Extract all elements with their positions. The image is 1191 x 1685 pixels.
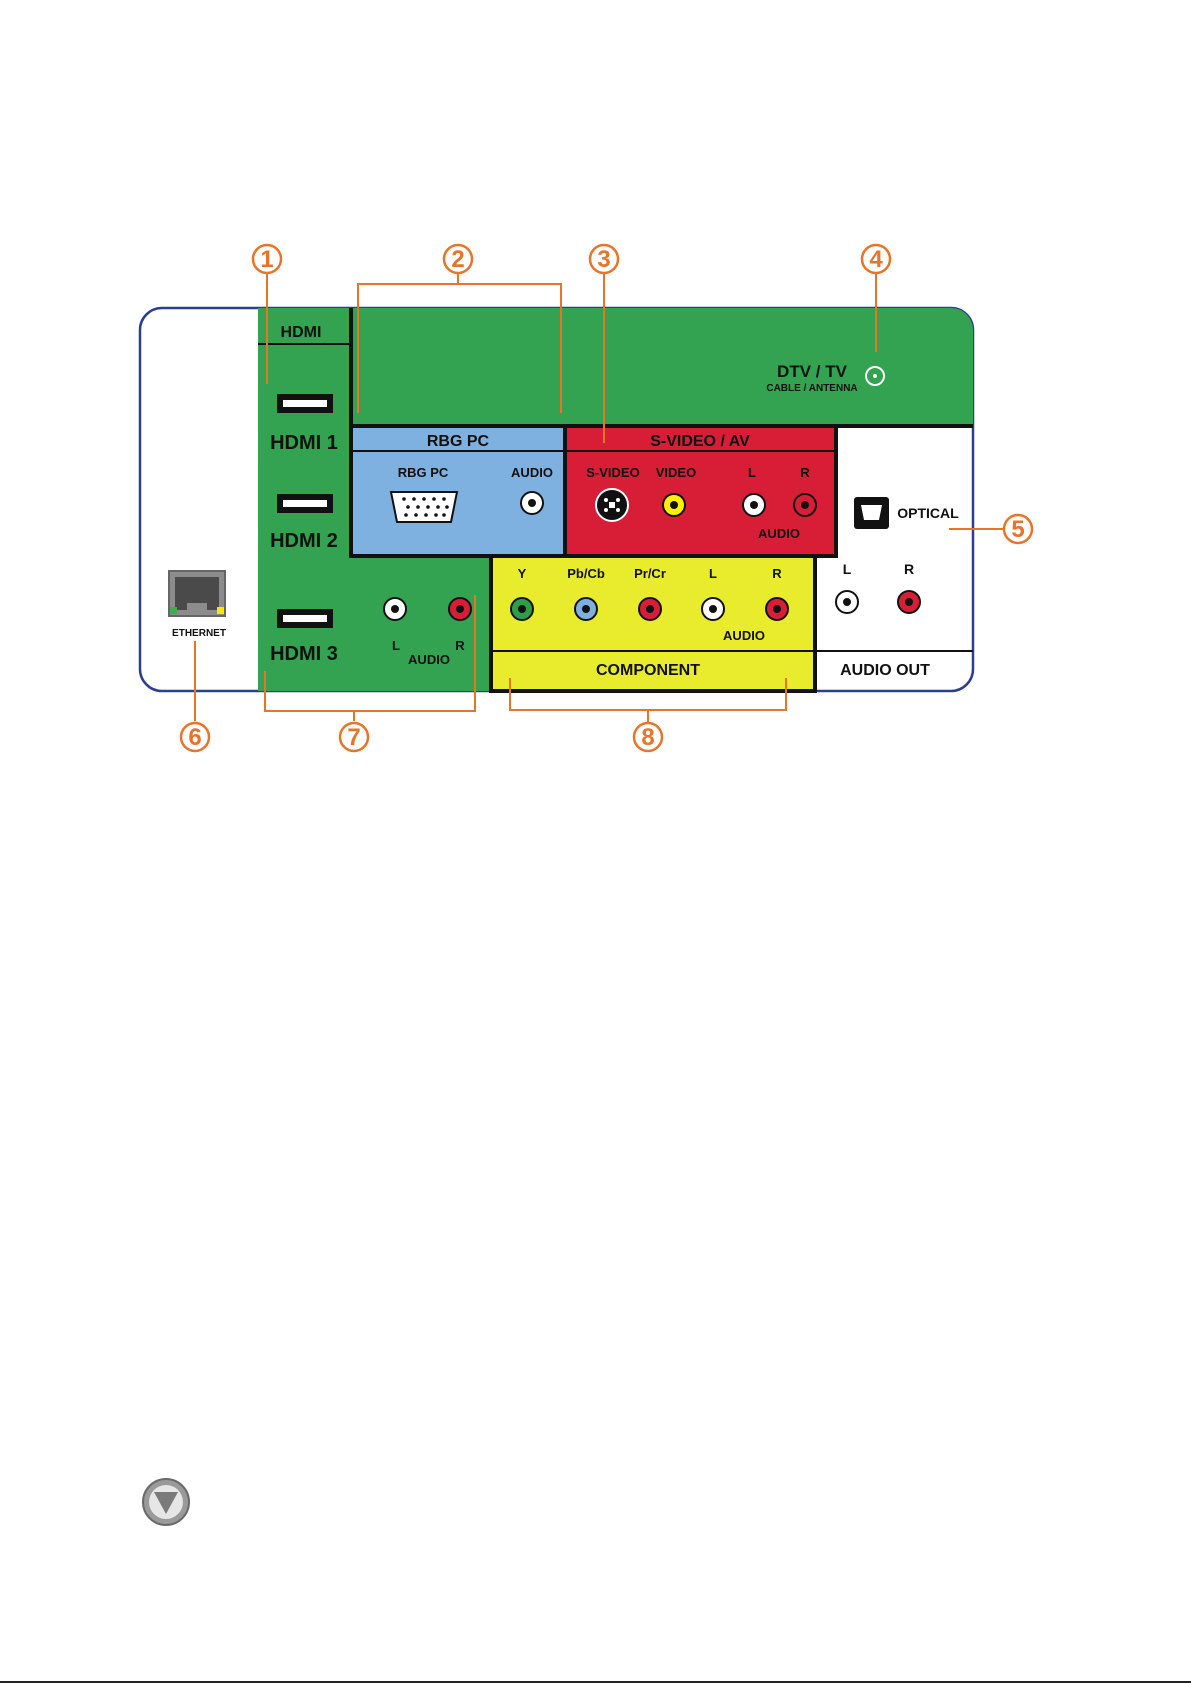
callout-7: 7 <box>340 723 368 751</box>
component-pr-label: Pr/Cr <box>634 566 666 581</box>
av-audio-label: AUDIO <box>758 526 800 541</box>
component-pb-label: Pb/Cb <box>567 566 605 581</box>
optical-port-icon[interactable] <box>854 497 889 529</box>
component-right-label: R <box>772 566 782 581</box>
component-y-label: Y <box>518 566 527 581</box>
audio-out-left-label: L <box>843 561 852 577</box>
ethernet-label: ETHERNET <box>172 628 226 639</box>
av-left-label: L <box>748 465 756 480</box>
svg-text:7: 7 <box>347 724 360 751</box>
rca-jack-icon[interactable] <box>663 494 685 516</box>
rca-jack-icon[interactable] <box>702 598 724 620</box>
svideo-port-icon[interactable] <box>596 489 628 521</box>
hdmi-port-icon[interactable] <box>277 494 333 513</box>
rca-jack-icon[interactable] <box>743 494 765 516</box>
rca-jack-icon[interactable] <box>836 591 858 613</box>
av-right-label: R <box>800 465 810 480</box>
rca-jack-icon[interactable] <box>511 598 533 620</box>
audio-out-right-label: R <box>904 561 914 577</box>
rca-jack-icon[interactable] <box>794 494 816 516</box>
rca-jack-icon[interactable] <box>449 598 471 620</box>
callout-3: 3 <box>590 245 618 273</box>
dtv-subtitle: CABLE / ANTENNA <box>766 383 857 394</box>
hdmi-2-label: HDMI 2 <box>270 530 338 552</box>
rgb-pc-header: RBG PC <box>427 433 490 450</box>
svg-text:6: 6 <box>188 724 201 751</box>
svideo-label: S-VIDEO <box>586 465 639 480</box>
dtv-title: DTV / TV <box>777 362 848 381</box>
audio-out-footer: AUDIO OUT <box>840 662 930 679</box>
video-label: VIDEO <box>656 465 696 480</box>
svg-text:4: 4 <box>869 246 883 273</box>
callout-1: 1 <box>253 245 281 273</box>
rgb-pc-audio-label: AUDIO <box>511 465 553 480</box>
svideo-av-header: S-VIDEO / AV <box>650 433 750 450</box>
rca-jack-icon[interactable] <box>575 598 597 620</box>
hdmi-audio-label: AUDIO <box>408 652 450 667</box>
svg-text:2: 2 <box>451 246 464 273</box>
callout-5: 5 <box>1004 515 1032 543</box>
hdmi-header: HDMI <box>281 324 322 341</box>
svg-text:1: 1 <box>260 246 273 273</box>
callout-2: 2 <box>444 245 472 273</box>
rca-jack-icon[interactable] <box>898 591 920 613</box>
callout-6: 6 <box>181 723 209 751</box>
vizio-logo-icon <box>143 1479 189 1525</box>
hdmi-1-label: HDMI 1 <box>270 432 338 454</box>
rca-jack-icon[interactable] <box>521 492 543 514</box>
vga-port-icon[interactable] <box>391 492 457 522</box>
rca-jack-icon[interactable] <box>384 598 406 620</box>
hdmi-audio-region <box>351 556 491 691</box>
hdmi-audio-left-label: L <box>392 638 400 653</box>
optical-label: OPTICAL <box>897 505 959 521</box>
hdmi-audio-right-label: R <box>455 638 465 653</box>
hdmi-port-icon[interactable] <box>277 609 333 628</box>
rca-jack-icon[interactable] <box>766 598 788 620</box>
component-audio-label: AUDIO <box>723 628 765 643</box>
rca-jack-icon[interactable] <box>639 598 661 620</box>
callout-4: 4 <box>862 245 890 273</box>
hdmi-port-icon[interactable] <box>277 394 333 413</box>
component-footer: COMPONENT <box>596 662 700 679</box>
component-left-label: L <box>709 566 717 581</box>
hdmi-3-label: HDMI 3 <box>270 643 338 665</box>
svg-text:5: 5 <box>1011 516 1024 543</box>
svg-text:8: 8 <box>641 724 654 751</box>
rgb-pc-port-label: RBG PC <box>398 465 449 480</box>
ethernet-port-icon[interactable] <box>169 571 225 616</box>
svg-text:3: 3 <box>597 246 610 273</box>
footer-rule <box>0 1681 1191 1683</box>
callout-8: 8 <box>634 723 662 751</box>
dtv-region <box>258 308 973 426</box>
